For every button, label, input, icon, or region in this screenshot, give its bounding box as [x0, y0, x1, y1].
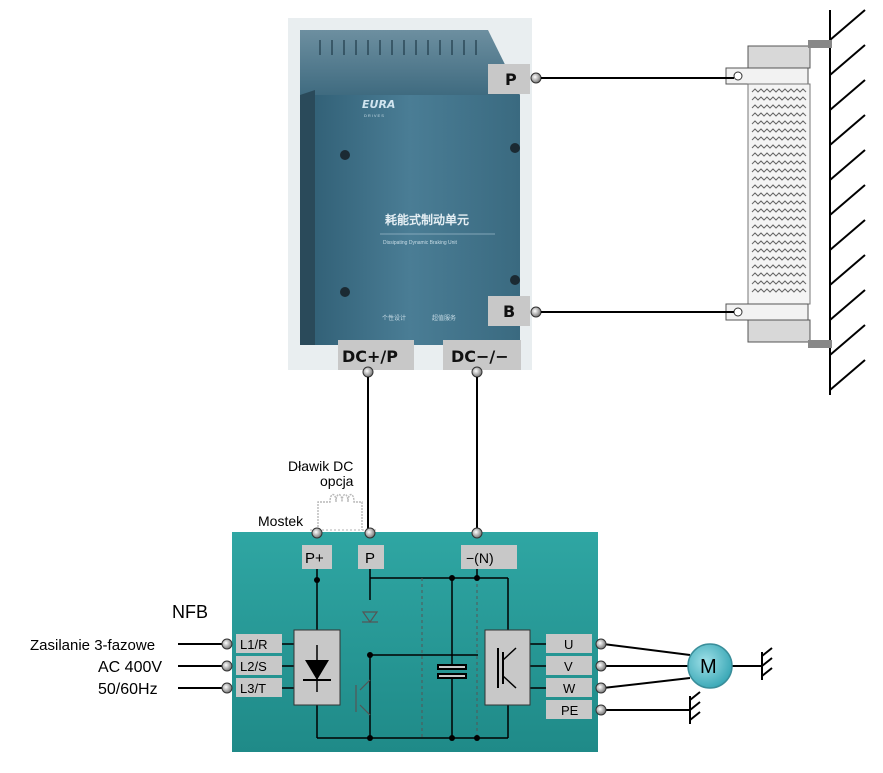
junction-dots: [314, 575, 480, 741]
inverter-terminal-n-icon: [471, 527, 483, 539]
output-w-label: W: [563, 681, 576, 696]
input-terminals: L1/R L2/S L3/T: [221, 634, 294, 697]
unit-subtitle-en: Dissipating Dynamic Braking Unit: [383, 240, 458, 246]
motor-label: M: [700, 656, 717, 678]
internal-dashed-lines: [421, 578, 478, 738]
inverter-terminal-n-label: −(N): [466, 550, 494, 566]
ground-icon: [761, 647, 773, 680]
screw-icon: [510, 143, 520, 153]
unit-brand-sub: DRIVES: [364, 113, 385, 118]
supply-line-2: AC 400V: [98, 659, 162, 676]
input-l3-label: L3/T: [240, 681, 266, 696]
inverter-terminal-p-plus-label: P+: [305, 550, 324, 567]
inverter-terminal-p-label: P: [365, 550, 375, 567]
input-terminal-icon: [221, 638, 233, 650]
input-terminal-icon: [221, 660, 233, 672]
vent-slots: [319, 40, 477, 55]
inverter-terminal-p-plus-icon: [311, 527, 323, 539]
output-terminal-icon: [595, 682, 607, 694]
supply-line-3: 50/60Hz: [98, 681, 158, 698]
output-v-label: V: [564, 659, 573, 674]
motor-icon: [687, 643, 733, 689]
terminal-dc-plus-label-bg: [338, 340, 414, 370]
inverter-terminal-p-icon: [364, 527, 376, 539]
output-pe-label: PE: [561, 703, 579, 718]
dc-reactor: Dławik DC opcja Mostek: [258, 458, 376, 531]
screw-icon: [340, 150, 350, 160]
wall: [829, 9, 866, 395]
terminal-p-label: P: [505, 70, 517, 89]
terminal-b-label: B: [503, 302, 515, 321]
input-l2-label: L2/S: [240, 659, 267, 674]
terminal-b-label-bg: [488, 296, 530, 326]
braking-unit: EURA DRIVES 耗能式制动单元 Dissipating Dynamic …: [288, 18, 542, 378]
inverter: P+ P −(N) L1/R L2/S L3/T U V: [221, 527, 607, 752]
unit-slogan-right: 超值服务: [432, 314, 456, 322]
braking-resistor: [725, 40, 832, 348]
bridge-label: Mostek: [258, 513, 304, 529]
terminal-dc-minus-label: DC−/−: [451, 347, 509, 366]
terminal-p-icon: [530, 72, 542, 84]
input-l1-label: L1/R: [240, 637, 267, 652]
terminal-b-icon: [530, 306, 542, 318]
output-terminal-icon: [595, 638, 607, 650]
motor: M: [687, 643, 733, 689]
output-terminals: U V W PE: [530, 634, 607, 719]
brake-chopper: [355, 611, 379, 716]
output-terminal-icon: [595, 660, 607, 672]
input-terminal-icon: [221, 682, 233, 694]
unit-slogan-left: 个性设计: [382, 314, 406, 322]
supply-line-1: Zasilanie 3-fazowe: [30, 637, 155, 654]
terminal-dc-plus-icon: [362, 366, 374, 378]
terminal-dc-minus-icon: [471, 366, 483, 378]
output-u-label: U: [564, 637, 573, 652]
wires: [178, 77, 762, 711]
rectifier-block: [293, 629, 341, 706]
ground-icon: [689, 691, 701, 724]
terminal-dc-plus-label: DC+/P: [342, 347, 398, 366]
screw-icon: [510, 275, 520, 285]
output-terminal-icon: [595, 704, 607, 716]
resistor-coil: [751, 88, 807, 293]
unit-brand-logo: EURA: [362, 98, 395, 111]
igbt-block: [484, 629, 531, 706]
unit-title-cn: 耗能式制动单元: [385, 212, 469, 227]
terminal-p-label-bg: [488, 64, 530, 94]
screw-icon: [340, 287, 350, 297]
capacitor-icon: [437, 664, 467, 679]
reactor-label-1: Dławik DC: [288, 458, 353, 474]
terminal-dc-minus-label-bg: [443, 340, 521, 370]
reactor-label-2: opcja: [320, 473, 354, 489]
nfb-label: NFB: [172, 602, 208, 622]
